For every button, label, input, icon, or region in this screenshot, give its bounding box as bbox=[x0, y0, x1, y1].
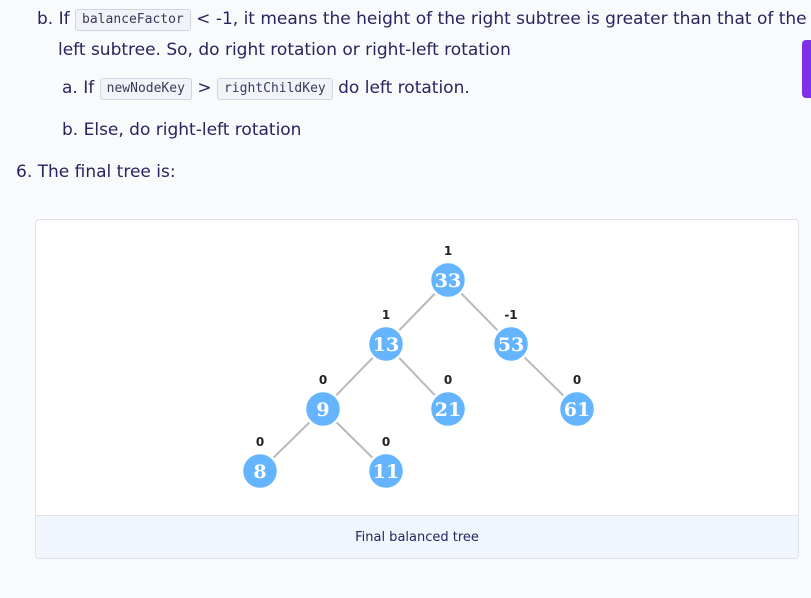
sub-b-text: b. Else, do right-left rotation bbox=[62, 120, 302, 140]
node-circle bbox=[303, 389, 343, 429]
sub-step-a: a. If newNodeKey > rightChildKey do left… bbox=[62, 76, 470, 100]
node-circle bbox=[491, 324, 531, 364]
step-b-text-2: left subtree. So, do right rotation or r… bbox=[58, 40, 511, 60]
step-b-line-1: b. If balanceFactor < -1, it means the h… bbox=[37, 7, 807, 31]
node-key: 21 bbox=[435, 399, 461, 421]
figure-caption: Final balanced tree bbox=[36, 515, 798, 558]
node-circle bbox=[428, 389, 468, 429]
step-b-prefix: b. If bbox=[37, 9, 70, 29]
tree-node-8: 80 bbox=[240, 435, 280, 491]
node-key: 13 bbox=[373, 334, 399, 356]
right-child-key-code: rightChildKey bbox=[216, 78, 333, 100]
node-key: 53 bbox=[498, 334, 524, 356]
balance-factor-label: 0 bbox=[382, 435, 390, 449]
step-6: 6. The final tree is: bbox=[16, 160, 176, 184]
balance-factor-label: 0 bbox=[319, 373, 327, 387]
tree-node-61: 61 0 bbox=[557, 373, 597, 429]
tree-node-53: 53 -1 bbox=[491, 308, 531, 364]
balance-factor-label: 0 bbox=[573, 373, 581, 387]
node-circle bbox=[366, 324, 406, 364]
tree-node-33: 33 1 bbox=[428, 244, 468, 300]
greater-than-operator: > bbox=[197, 78, 212, 98]
node-circle bbox=[240, 451, 280, 491]
tree-node-11: 11 0 bbox=[366, 435, 406, 491]
tree-node-13: 13 1 bbox=[366, 308, 406, 364]
balance-factor-label: 0 bbox=[444, 373, 452, 387]
node-key: 61 bbox=[564, 399, 590, 421]
node-circle bbox=[428, 260, 468, 300]
balance-factor-label: -1 bbox=[504, 308, 517, 322]
side-feedback-tab[interactable] bbox=[802, 40, 811, 98]
balance-factor-label: 0 bbox=[256, 435, 264, 449]
node-circle bbox=[366, 451, 406, 491]
step-b-text: < -1, it means the height of the right s… bbox=[196, 9, 807, 29]
sub-a-prefix: a. If bbox=[62, 78, 95, 98]
tree-node-21: 21 0 bbox=[428, 373, 468, 429]
node-key: 8 bbox=[253, 461, 266, 483]
node-circle bbox=[557, 389, 597, 429]
node-key: 33 bbox=[435, 270, 461, 292]
node-key: 11 bbox=[373, 461, 399, 483]
balance-factor-label: 1 bbox=[382, 308, 390, 322]
balance-factor-code: balanceFactor bbox=[75, 9, 191, 31]
new-node-key-code: newNodeKey bbox=[99, 78, 192, 100]
sub-step-b: b. Else, do right-left rotation bbox=[62, 118, 301, 142]
step-6-text: 6. The final tree is: bbox=[16, 162, 176, 182]
tree-node-9: 90 bbox=[303, 373, 343, 429]
node-key: 9 bbox=[316, 399, 329, 421]
step-b-line-2: left subtree. So, do right rotation or r… bbox=[58, 38, 511, 62]
sub-a-suffix: do left rotation. bbox=[338, 78, 470, 98]
balance-factor-label: 1 bbox=[444, 244, 452, 258]
